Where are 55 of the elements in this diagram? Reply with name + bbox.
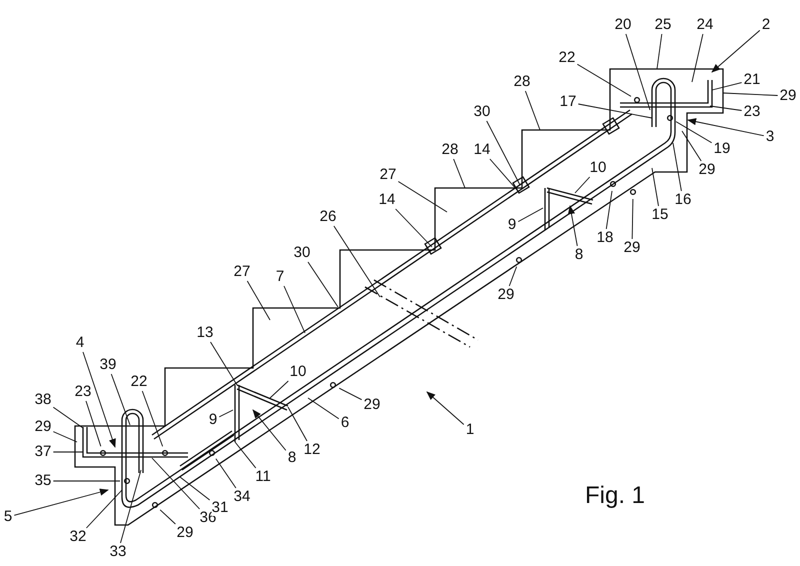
leader-line (308, 262, 338, 308)
leader-arrow (82, 352, 116, 448)
leader-line (576, 64, 632, 97)
leader-line (338, 388, 362, 400)
leader-arrow (568, 205, 578, 246)
leader-line (180, 476, 210, 500)
leader-line (86, 400, 102, 447)
leader-line (710, 106, 742, 111)
leader-line (398, 181, 448, 212)
leader-line (606, 190, 612, 230)
leader-line (652, 168, 659, 206)
leader-line (395, 208, 432, 248)
leader-line (574, 176, 590, 194)
leader-line (52, 406, 84, 428)
leader-line (453, 158, 466, 188)
leader-line (692, 34, 704, 82)
leader-line (486, 120, 520, 186)
leader-line (632, 198, 634, 240)
leader-line (110, 374, 130, 426)
leader-line (625, 34, 650, 110)
leader-line (52, 431, 78, 442)
leader-line (682, 130, 702, 162)
leader-line (672, 142, 682, 192)
leader-arrow (711, 30, 760, 73)
leader-line (152, 458, 200, 510)
leader-line (518, 208, 544, 222)
leader-line (308, 398, 340, 420)
leader-line (215, 458, 236, 488)
figure-label: Fig. 1 (585, 482, 646, 510)
leader-line (676, 121, 712, 144)
leader-arrow (14, 488, 109, 516)
leader-line (284, 286, 306, 334)
leader-line (160, 509, 176, 524)
leader-line (489, 158, 518, 190)
leader-line (712, 82, 742, 90)
leader-line (508, 266, 518, 286)
leader-line (218, 410, 234, 418)
leader-line (524, 90, 540, 130)
leader-line (234, 442, 256, 468)
leader-line (86, 490, 122, 528)
leader-line (210, 342, 238, 386)
leader-arrow (687, 118, 764, 136)
leader-line (722, 92, 778, 96)
leader-line (246, 280, 270, 320)
leader-line (656, 34, 662, 70)
leader-line (333, 226, 380, 298)
leader-line (270, 380, 289, 398)
leader-line (120, 470, 142, 544)
leader-line (142, 390, 164, 447)
leader-arrow (426, 391, 464, 425)
leader-line (578, 104, 652, 118)
leader-line (288, 406, 308, 442)
callout-number: 31 (212, 500, 228, 516)
leader-arrow (252, 409, 286, 451)
leader-line (52, 480, 120, 482)
